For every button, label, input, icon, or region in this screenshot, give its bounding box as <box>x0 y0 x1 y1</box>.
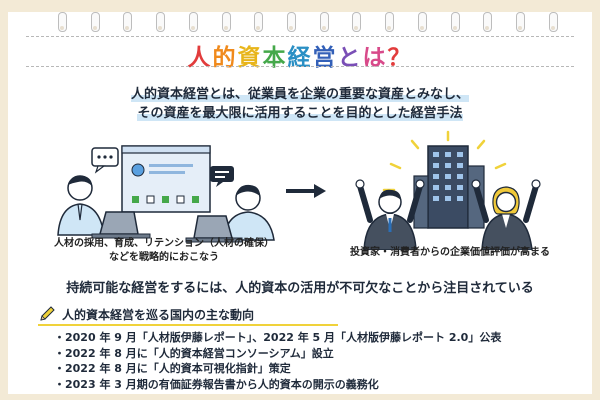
binding-ring <box>254 12 264 34</box>
investor-illustration <box>355 130 541 250</box>
title-char: 人 <box>187 45 213 71</box>
trend-list: 2020 年 9 月「人材版伊藤レポート」、2022 年 5 月「人材版伊藤レポ… <box>54 330 584 392</box>
binding-ring <box>156 12 166 34</box>
binding-ring <box>516 12 526 34</box>
left-caption: 人材の採用、育成、リテンション（人材の確保） などを戦略的におこなう <box>44 237 284 265</box>
office-building-icon <box>413 145 485 229</box>
title-char: 経 <box>287 45 313 71</box>
employee-right-figure <box>223 184 275 241</box>
page-title: 人的資本経営とは？ <box>188 38 413 72</box>
hr-strategy-illustration <box>57 145 275 243</box>
title-char: は <box>362 45 388 71</box>
importance-note: 持続可能な経営をするには、人的資本の活用が不可欠なことから注目されている <box>66 281 534 296</box>
left-caption-line-1: 人材の採用、育成、リテンション（人材の確保） <box>54 238 274 249</box>
title-char: と <box>337 45 363 71</box>
binding-ring <box>483 12 493 34</box>
definition-line-2: その資産を最大限に活用することを目的とした経営手法 <box>137 106 463 121</box>
binding-ring <box>417 12 427 34</box>
notebook-binding <box>58 12 558 34</box>
binding-ring <box>58 12 67 34</box>
laptop-left <box>91 211 151 239</box>
laptop-right <box>185 215 243 243</box>
title-row: 人的資本経営とは？ <box>28 34 572 71</box>
pencil-icon <box>40 306 55 321</box>
trend-item: 2022 年 8 月に「人的資本可視化指針」策定 <box>54 361 584 377</box>
binding-ring <box>221 12 231 34</box>
binding-ring <box>287 12 297 34</box>
binding-ring <box>123 12 133 34</box>
chat-bubble-icon <box>91 147 119 174</box>
title-char: 資 <box>237 45 263 71</box>
title-char: 的 <box>212 45 238 71</box>
binding-ring <box>188 12 198 34</box>
title-char: 本 <box>262 45 288 71</box>
binding-ring <box>90 12 100 34</box>
message-bubble-icon <box>210 166 234 187</box>
employee-left-figure <box>57 175 105 236</box>
binding-ring <box>450 12 460 34</box>
binding-ring <box>352 12 362 34</box>
right-arrow-icon <box>286 184 326 198</box>
trend-item: 2023 年 3 月期の有価証券報告書から人的資本の開示の義務化 <box>54 377 584 393</box>
title-bottom-rule <box>26 66 574 67</box>
right-caption: 投資家・消費者からの企業価値評価が高まる <box>350 247 550 258</box>
binding-ring <box>548 12 558 34</box>
binding-ring <box>385 12 395 34</box>
infographic-card: 人的資本経営とは？ 人的資本経営とは、従業員を企業の重要な資産とみなし、 その資… <box>8 12 592 394</box>
left-caption-line-2: などを戦略的におこなう <box>109 252 219 263</box>
binding-ring <box>319 12 329 34</box>
definition-text: 人的資本経営とは、従業員を企業の重要な資産とみなし、 その資産を最大限に活用する… <box>98 85 502 123</box>
trend-item: 2020 年 9 月「人材版伊藤レポート」、2022 年 5 月「人材版伊藤レポ… <box>54 330 584 346</box>
section-title: 人的資本経営を巡る国内の主な動向 <box>62 307 255 322</box>
definition-line-1: 人的資本経営とは、従業員を企業の重要な資産とみなし、 <box>130 87 469 102</box>
trend-item: 2022 年 8 月に「人的資本経営コンソーシアム」設立 <box>54 346 584 362</box>
section-header: 人的資本経営を巡る国内の主な動向 <box>38 304 338 326</box>
title-char: 営 <box>312 45 338 71</box>
title-top-rule <box>26 36 574 37</box>
dashboard-screen <box>121 145 211 213</box>
investor-female-figure <box>471 179 541 250</box>
investor-male-figure <box>355 179 425 250</box>
title-char: ？ <box>387 45 413 71</box>
